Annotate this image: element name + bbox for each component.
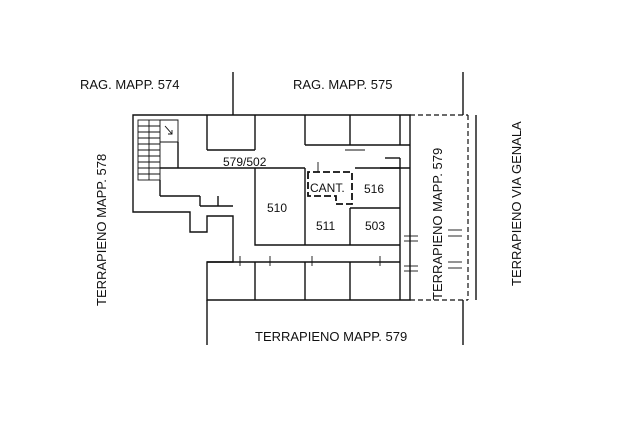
- label-terrapieno-579-right: TERRAPIENO MAPP. 579: [430, 148, 445, 300]
- label-room-511: 511: [316, 219, 335, 233]
- dashed-boundary: [410, 114, 469, 301]
- left-passage-walls: [159, 180, 233, 207]
- upper-dividers: [380, 157, 410, 169]
- upper-row-walls: [160, 115, 410, 169]
- label-room-510: 510: [267, 201, 287, 215]
- central-block: [254, 162, 401, 246]
- label-terrapieno-579-bottom: TERRAPIENO MAPP. 579: [255, 329, 407, 344]
- label-rag-575: RAG. MAPP. 575: [293, 77, 392, 92]
- cellar-outline: [307, 171, 353, 205]
- parcel-boundaries: [206, 72, 477, 345]
- stairs: [137, 119, 179, 181]
- door-marks: [404, 229, 462, 272]
- label-terrapieno-578: TERRAPIENO MAPP. 578: [94, 154, 109, 306]
- lower-row-walls: [207, 245, 401, 300]
- label-room-516: 516: [364, 182, 384, 196]
- label-rag-574: RAG. MAPP. 574: [80, 77, 179, 92]
- label-room-503: 503: [365, 219, 385, 233]
- label-cant: CANT.: [310, 181, 345, 195]
- label-corridor-579-502: 579/502: [223, 155, 267, 169]
- label-terrapieno-via-genala: TERRAPIENO VIA GENALA: [509, 121, 524, 286]
